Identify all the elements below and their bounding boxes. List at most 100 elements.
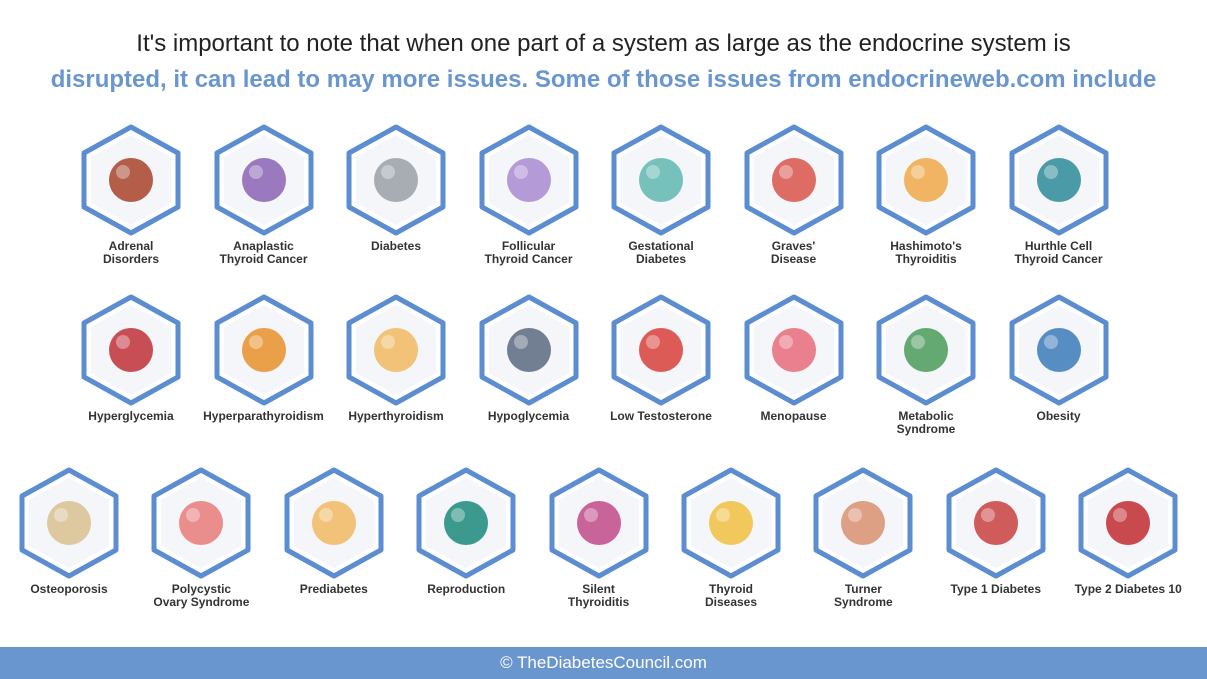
condition-label-line: Menopause: [760, 409, 827, 423]
condition-label-line: Metabolic: [898, 409, 954, 423]
condition-label-line: Syndrome: [834, 595, 893, 609]
condition-label-line: Obesity: [1036, 409, 1081, 423]
illustration-highlight: [583, 508, 598, 522]
condition-label-line: Low Testosterone: [610, 409, 712, 423]
neck-thyroid-icon: [346, 294, 446, 406]
intro-line-1: It's important to note that when one par…: [136, 30, 1071, 57]
illustration-shape: [576, 501, 621, 545]
illustration-shape: [506, 328, 551, 372]
condition-label-line: Thyroiditis: [895, 252, 957, 266]
condition-item: Graves'Disease: [729, 124, 859, 266]
finger-meter-icon: [284, 467, 384, 579]
illustration-highlight: [318, 508, 333, 522]
condition-label: Type 1 Diabetes: [931, 583, 1061, 596]
parathyroid-icon: [214, 294, 313, 406]
glucose-meter-icon: [346, 124, 446, 236]
condition-label-line: Graves': [771, 239, 816, 253]
condition-label-line: Silent: [582, 582, 615, 596]
thyroid-icon: [876, 124, 976, 236]
intro-line-2: disrupted, it can lead to may more issue…: [50, 66, 1157, 93]
condition-item: Menopause: [729, 294, 859, 423]
illustration-highlight: [451, 508, 466, 522]
condition-item: Hyperglycemia: [66, 294, 196, 423]
condition-label-line: Type 1 Diabetes: [950, 582, 1042, 596]
illustration-highlight: [1043, 335, 1058, 349]
artery-icon: [946, 467, 1046, 579]
illustration-shape: [1036, 328, 1081, 372]
glucose-monitor-icon: [479, 294, 578, 406]
condition-label-line: Diabetes: [635, 252, 687, 266]
illustration-highlight: [911, 335, 925, 349]
condition-label-line: Adrenal: [108, 239, 154, 253]
condition-label: Osteoporosis: [4, 583, 134, 596]
condition-label: Hyperglycemia: [66, 410, 196, 423]
condition-item: Low Testosterone: [596, 294, 726, 423]
illustration-shape: [374, 328, 418, 372]
condition-label-line: Diabetes: [370, 239, 422, 253]
condition-label-line: Reproduction: [427, 582, 506, 596]
illustration-shape: [444, 501, 489, 545]
illustration-highlight: [911, 165, 925, 179]
illustration-shape: [109, 158, 153, 202]
illustration-highlight: [54, 508, 68, 522]
condition-item: Hyperthyroidism: [331, 294, 461, 423]
illustration-highlight: [116, 165, 130, 179]
condition-item: Reproduction: [401, 467, 531, 596]
condition-label-line: Hypoglycemia: [487, 409, 570, 423]
illustration-shape: [709, 501, 753, 545]
condition-item: Type 2 Diabetes 10: [1063, 467, 1193, 596]
condition-label: Prediabetes: [269, 583, 399, 596]
condition-label: Type 2 Diabetes 10: [1063, 583, 1193, 596]
condition-label-line: Diseases: [704, 595, 758, 609]
condition-label-line: Disease: [770, 252, 817, 266]
illustration-highlight: [513, 335, 528, 349]
condition-label-line: Polycystic: [171, 582, 232, 596]
illustration-highlight: [1113, 508, 1128, 522]
illustration-shape: [639, 328, 683, 372]
girl-icon: [744, 294, 843, 406]
cancer-cells-icon: [214, 124, 313, 236]
obese-boy-icon: [1009, 294, 1108, 406]
condition-label-line: Type 2 Diabetes 10: [1074, 582, 1182, 596]
illustration-highlight: [381, 165, 395, 179]
illustration-highlight: [646, 165, 660, 179]
illustration-shape: [311, 501, 356, 545]
condition-label-line: Hashimoto's: [890, 239, 962, 253]
blood-cells-icon: [611, 294, 711, 406]
condition-item: Hyperparathyroidism: [199, 294, 329, 423]
illustration-shape: [904, 158, 948, 202]
condition-label: Menopause: [729, 410, 859, 423]
illustration-shape: [1036, 158, 1081, 202]
illustration-highlight: [646, 335, 660, 349]
condition-label-line: Thyroiditis: [567, 595, 630, 609]
condition-label-line: Thyroid Cancer: [219, 252, 308, 266]
condition-label-line: Thyroid: [709, 582, 753, 596]
pregnant-woman-icon: [611, 124, 711, 236]
condition-item: Prediabetes: [269, 467, 399, 596]
illustration-highlight: [116, 335, 130, 349]
condition-label-line: Hyperthyroidism: [348, 409, 444, 423]
condition-label: Diabetes: [331, 240, 461, 253]
illustration-highlight: [980, 508, 995, 522]
condition-label-line: Ovary Syndrome: [153, 595, 250, 609]
condition-label-line: Anaplastic: [233, 239, 294, 253]
condition-label-line: Disorders: [102, 252, 160, 266]
illustration-shape: [179, 501, 224, 545]
illustration-highlight: [381, 335, 395, 349]
illustration-shape: [506, 158, 551, 202]
overweight-man-icon: [876, 294, 976, 406]
illustration-highlight: [848, 508, 863, 522]
